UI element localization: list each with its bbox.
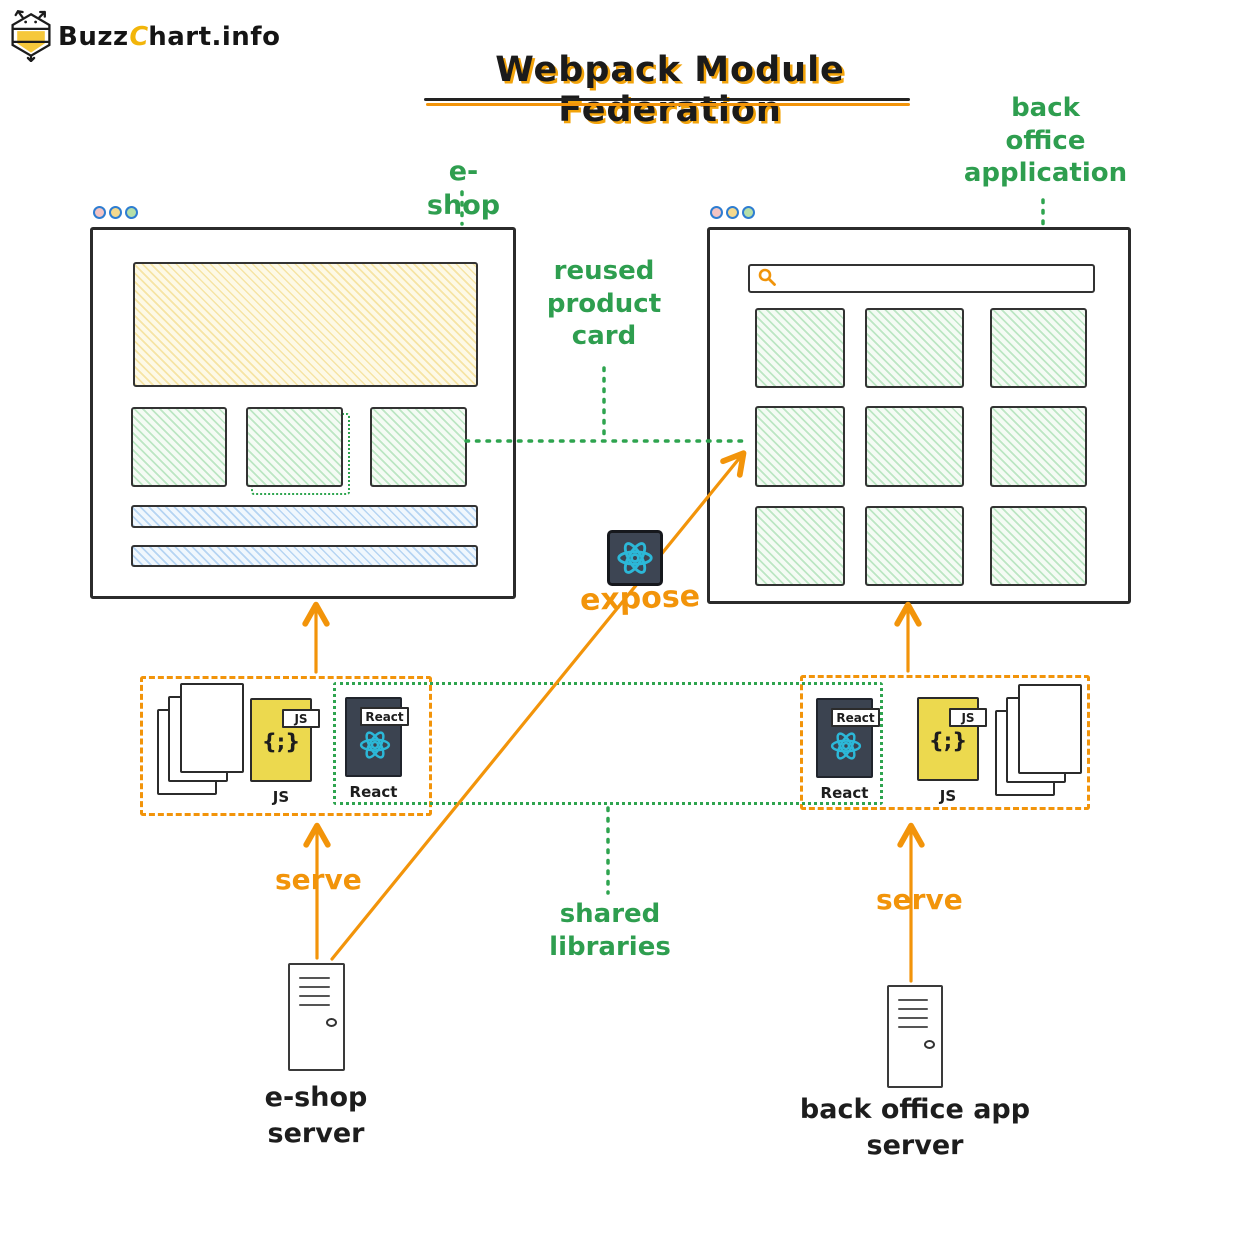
product-card	[131, 407, 227, 487]
react-atom-icon	[828, 728, 864, 768]
product-card	[370, 407, 467, 487]
js-bundle-file-icon: JS {;} JS	[917, 697, 987, 805]
back-office-server-icon	[887, 985, 943, 1088]
eshop-browser-window	[90, 227, 516, 599]
serve-label-left: serve	[275, 863, 362, 896]
back-office-browser-window	[707, 227, 1131, 604]
grid-card	[865, 308, 964, 388]
traffic-light-close-icon	[710, 206, 723, 219]
grid-card	[755, 308, 845, 388]
page-title: Webpack Module Federation	[495, 50, 845, 130]
shared-libraries-label: shared libraries	[549, 899, 671, 962]
brand-logo: BuzzChart.info	[8, 8, 280, 66]
text-row-bar	[131, 505, 478, 528]
grid-card-reused-target	[755, 406, 845, 487]
traffic-light-maximize-icon	[742, 206, 755, 219]
title-underline-accent	[426, 103, 910, 106]
js-code-glyph: {;}	[928, 729, 968, 753]
bee-logo-icon	[8, 8, 54, 66]
product-card-reused	[246, 407, 343, 487]
eshop-server-label: e-shop server	[264, 1082, 368, 1150]
static-assets-icon	[157, 683, 249, 795]
eshop-server-icon	[288, 963, 345, 1071]
search-bar	[748, 264, 1095, 293]
server-power-button-icon	[924, 1040, 935, 1049]
static-assets-icon	[995, 684, 1087, 796]
grid-card	[990, 506, 1087, 586]
shared-libraries-box	[333, 682, 883, 805]
react-library-file-icon: React React	[816, 698, 880, 802]
search-icon	[757, 267, 777, 291]
back-office-window-label: back office application	[963, 93, 1128, 188]
serve-label-right: serve	[876, 883, 963, 916]
text-row-bar	[131, 545, 478, 567]
js-file-tag: JS	[949, 708, 987, 727]
eshop-hero-banner	[133, 262, 478, 387]
traffic-light-maximize-icon	[125, 206, 138, 219]
eshop-window-label: e-shop	[426, 156, 501, 221]
back-office-server-label: back office app server	[799, 1094, 1031, 1162]
react-file-tag: React	[831, 708, 880, 727]
traffic-light-close-icon	[93, 206, 106, 219]
js-code-glyph: {;}	[261, 730, 301, 754]
reused-product-card-label: reused product card	[546, 256, 662, 351]
grid-card	[865, 406, 964, 487]
react-file-caption: React	[820, 784, 869, 802]
traffic-light-minimize-icon	[726, 206, 739, 219]
logo-text: BuzzChart.info	[58, 22, 281, 52]
grid-card	[755, 506, 845, 586]
js-file-caption: JS	[272, 788, 290, 806]
back-office-window-controls	[710, 206, 755, 219]
server-power-button-icon	[326, 1018, 337, 1027]
back-office-bundle-box: React React JS {;} JS	[800, 675, 1090, 810]
react-module-icon	[607, 530, 663, 586]
js-bundle-file-icon: JS {;} JS	[250, 698, 320, 806]
expose-label: expose	[579, 578, 701, 619]
grid-card	[990, 308, 1087, 388]
eshop-window-controls	[93, 206, 138, 219]
title-underline	[424, 98, 910, 101]
grid-card	[990, 406, 1087, 487]
js-file-tag: JS	[282, 709, 320, 728]
grid-card	[865, 506, 964, 586]
js-file-caption: JS	[939, 787, 957, 805]
traffic-light-minimize-icon	[109, 206, 122, 219]
